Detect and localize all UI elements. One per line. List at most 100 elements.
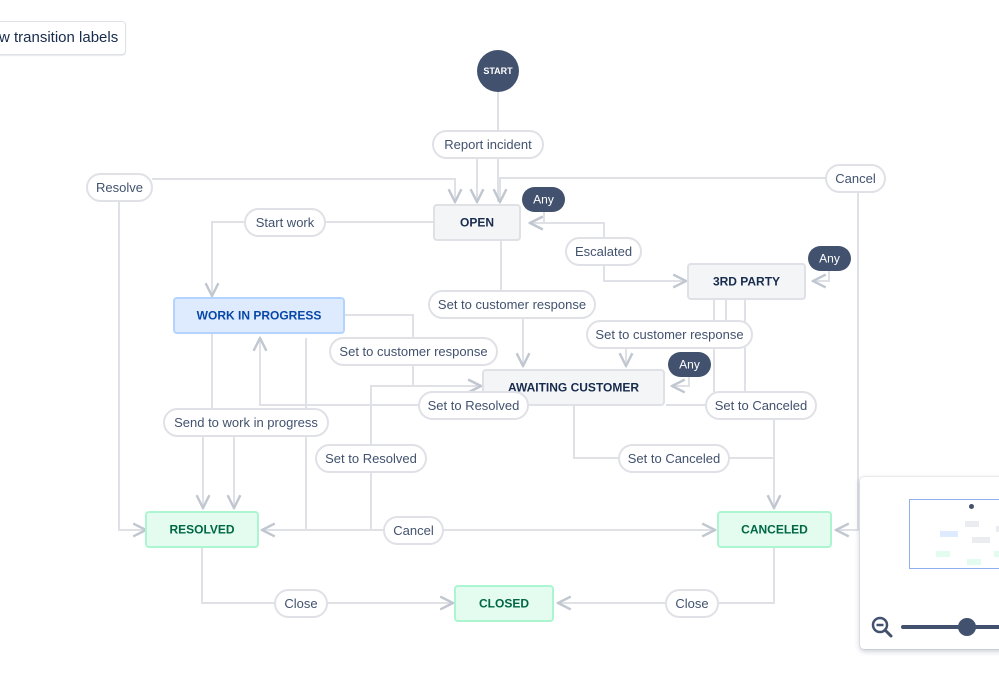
any-transition-edge [813,271,830,281]
transition-edge [718,548,775,604]
transition-edge [412,365,481,386]
any-pill [668,352,711,377]
transition-close-left[interactable]: Close [274,589,328,618]
transition-pill [329,337,498,366]
transition-set-customer-response-3[interactable]: Set to customer response [329,337,498,366]
transition-pill [244,208,326,237]
transition-label: Set to customer response [339,344,487,359]
status-label: OPEN [460,216,494,230]
transition-label: Escalated [575,244,632,259]
transition-label: Set to Canceled [715,398,808,413]
status-open[interactable]: OPEN [433,204,521,241]
zoom-slider-track[interactable] [901,625,999,629]
transition-edge [530,223,605,238]
any-label: Any [533,193,554,207]
minimap-node [965,521,979,527]
minimap[interactable] [860,477,999,649]
start-node[interactable]: START [477,50,519,92]
transition-label: Set to customer response [595,327,743,342]
status-label: AWAITING CUSTOMER [508,381,639,395]
status-resolved[interactable]: RESOLVED [145,511,259,548]
status-3rd-party[interactable]: 3RD PARTY [687,263,806,300]
any-transition-edge [672,377,690,386]
transition-pill [825,164,886,193]
transition-pill [86,173,153,202]
transition-edge [836,191,859,530]
any-pill [808,246,851,271]
transition-escalated[interactable]: Escalated [565,237,642,266]
status-closed[interactable]: CLOSED [454,585,554,622]
minimap-node [994,551,999,557]
badge-any-awaiting[interactable]: Any [668,352,711,377]
transition-resolve[interactable]: Resolve [86,173,153,202]
transition-report-incident[interactable]: Report incident [432,130,544,159]
status-awaiting-customer[interactable]: AWAITING CUSTOMER [482,369,665,406]
transition-edge [370,386,481,444]
transition-pill [274,589,328,618]
transition-start-work[interactable]: Start work [244,208,326,237]
transition-label: Send to work in progress [174,415,318,430]
transition-edge [212,221,244,296]
transition-set-customer-response-2[interactable]: Set to customer response [586,320,753,349]
start-label: START [483,66,513,76]
transition-edge [152,178,455,202]
any-transition-edge [530,212,545,223]
transition-label: Resolve [96,180,143,195]
minimap-node [972,537,990,543]
transition-label: Set to customer response [438,297,586,312]
transition-set-canceled-2[interactable]: Set to Canceled [618,444,730,473]
status-label: 3RD PARTY [713,275,780,289]
transition-edge [603,265,686,281]
transition-set-resolved-2[interactable]: Set to Resolved [315,444,427,473]
transition-cancel-top[interactable]: Cancel [825,164,886,193]
transition-pill [586,320,753,349]
transition-pill [315,444,427,473]
transition-set-resolved-1[interactable]: Set to Resolved [418,391,529,420]
transition-edges [118,92,859,604]
status-box [717,511,832,548]
transition-edge [344,314,414,338]
transition-pill [565,237,642,266]
minimap-node [940,531,958,537]
zoom-out-icon[interactable] [871,616,893,638]
minimap-viewport[interactable] [909,499,999,569]
transition-label: Close [284,596,317,611]
transition-set-customer-response-1[interactable]: Set to customer response [428,290,596,319]
transition-close-right[interactable]: Close [665,589,719,618]
transition-pill [665,589,719,618]
transition-edge [201,548,276,604]
transition-label: Report incident [444,137,532,152]
minimap-node [936,551,950,557]
transition-label: Set to Resolved [325,451,417,466]
status-label: WORK IN PROGRESS [197,309,322,323]
transition-label: Cancel [835,171,876,186]
badge-any-open[interactable]: Any [522,187,565,212]
show-transition-labels-button[interactable]: w transition labels [0,21,126,55]
transition-cancel-bottom[interactable]: Cancel [383,516,444,545]
status-box [173,297,345,334]
status-box [145,511,259,548]
transition-set-canceled-1[interactable]: Set to Canceled [705,391,817,420]
transition-edge [500,177,826,202]
transition-pill [428,290,596,319]
minimap-node [996,526,999,532]
any-label: Any [679,358,700,372]
transition-pill [618,444,730,473]
zoom-slider-handle[interactable] [958,618,976,636]
transition-pill [163,408,329,437]
transition-edge [573,406,620,459]
any-label: Any [819,252,840,266]
transition-pill [432,130,544,159]
minimap-start [969,504,974,509]
transition-label: Cancel [393,523,434,538]
status-work-in-progress[interactable]: WORK IN PROGRESS [173,297,345,334]
badge-any-3rd-party[interactable]: Any [808,246,851,271]
any-pill [522,187,565,212]
transition-send-to-wip[interactable]: Send to work in progress [163,408,329,437]
transition-label: Start work [256,215,315,230]
transition-pill [705,391,817,420]
status-canceled[interactable]: CANCELED [717,511,832,548]
